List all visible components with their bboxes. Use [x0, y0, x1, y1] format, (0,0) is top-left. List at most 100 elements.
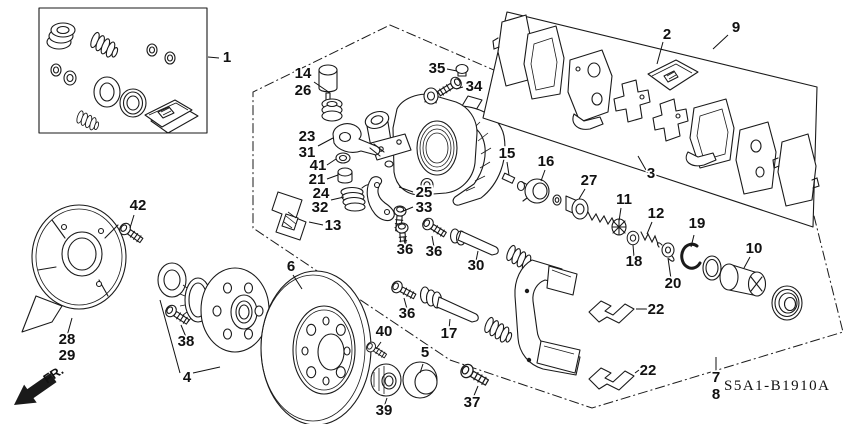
part-label-11-22: 11: [616, 191, 632, 208]
leader-line-18: [578, 188, 586, 200]
leader-line-22: [690, 234, 695, 248]
leader-line-21: [632, 244, 635, 258]
part-label-1-0: 1: [223, 49, 231, 66]
leader-line-2: [446, 68, 458, 72]
leader-line-35: [192, 366, 221, 374]
pad-clip-22b: [588, 367, 635, 391]
part-label-17-44: 17: [441, 325, 458, 342]
part-label-34-4: 34: [466, 78, 483, 95]
leader-line-30: [637, 155, 647, 171]
leader-line-24: [743, 256, 751, 269]
leader-line-3: [455, 86, 464, 90]
leader-line-4: [317, 137, 334, 147]
caliper-frame: [448, 105, 506, 206]
leader-line-23: [667, 257, 672, 280]
leader-line-13: [403, 297, 408, 310]
piston-seal: [93, 76, 121, 108]
pin-15: [501, 172, 526, 192]
seal-rings: [46, 22, 76, 50]
part-label-36-15: 36: [426, 243, 443, 260]
part-label-5-41: 5: [421, 344, 429, 361]
leader-line-12: [431, 235, 435, 248]
leader-lines: [66, 34, 751, 408]
leader-line-37: [419, 363, 424, 374]
parking-lever: [332, 123, 385, 157]
leader-line-32: [66, 317, 73, 337]
hub-flange: [200, 267, 270, 353]
leader-line-14: [475, 250, 479, 262]
part-label-36-14: 36: [397, 241, 414, 258]
caliper-body: [364, 87, 506, 206]
brake-pads-box: [482, 11, 820, 228]
washer-18: [626, 230, 640, 246]
leader-line-9: [398, 186, 414, 193]
spindle-nut-39: [370, 363, 402, 397]
part-label-2-32: 2: [663, 26, 671, 43]
bleeder-screw-34: [435, 74, 464, 100]
pad-shim-right: [735, 121, 777, 195]
adjuster-parts: [501, 172, 803, 321]
leader-line-6: [326, 174, 339, 180]
part-label-30-17: 30: [468, 257, 485, 274]
piston-boot-seal: [119, 88, 147, 118]
leader-line-16: [506, 161, 510, 176]
bolt-37: [457, 361, 492, 390]
leader-line-8: [308, 221, 324, 226]
circlip-19: [680, 242, 702, 270]
leader-line-33: [180, 324, 187, 338]
part-label-33-13: 33: [416, 199, 433, 216]
grease-packet-2: [647, 59, 699, 91]
leader-line-7: [330, 196, 345, 201]
part-label-10-27: 10: [746, 240, 763, 257]
part-label-38-38: 38: [178, 333, 195, 350]
part-label-14-1: 14: [295, 65, 312, 82]
flange-bolt-36b: [420, 215, 449, 241]
part-label-25-12: 25: [416, 184, 433, 201]
part-label-24-9: 24: [313, 185, 330, 202]
pin-boot-lower: [481, 315, 516, 346]
pad-clip-22a: [588, 300, 635, 324]
leader-line-0: [207, 56, 220, 59]
part-label-32-10: 32: [312, 199, 329, 216]
leader-line-5: [326, 158, 337, 166]
leader-line-40: [448, 318, 451, 330]
leader-line-38: [383, 397, 388, 408]
hub-bearing-unit: [157, 262, 270, 353]
part-label-40-40: 40: [376, 323, 393, 340]
leader-line-11: [403, 236, 406, 246]
piston-10: [719, 263, 767, 297]
piston-boot: [771, 285, 803, 321]
part-label-37-43: 37: [464, 394, 481, 411]
washer-41: [335, 152, 351, 164]
slide-pin-30: [449, 228, 499, 256]
leader-line-31: [129, 214, 135, 229]
part-label-12-23: 12: [648, 205, 665, 222]
part-label-35-3: 35: [429, 60, 446, 77]
caliper-subassembly-outline: [252, 24, 844, 409]
leader-line-1: [313, 81, 331, 94]
fr-direction-arrow: FR.: [14, 363, 66, 405]
part-label-9-33: 9: [732, 19, 740, 36]
brake-disc: [260, 270, 372, 424]
part-label-7-30: 7: [712, 369, 720, 386]
part-label-16-20: 16: [538, 153, 555, 170]
bleeder-screw-set: [455, 63, 469, 77]
part-label-42-35: 42: [130, 197, 147, 214]
diagram-code: S5A1-B1910A: [724, 378, 831, 394]
leader-line-10: [400, 206, 414, 213]
slide-pin-17: [419, 286, 479, 323]
star-washer-11: [611, 218, 627, 236]
leader-line-15: [292, 274, 303, 290]
caliper-bracket: [514, 259, 581, 376]
leader-line-39: [472, 385, 479, 399]
part-label-36-16: 36: [399, 305, 416, 322]
leader-line-26: [634, 369, 640, 374]
part-label-15-19: 15: [499, 145, 516, 162]
retainer-20: [657, 242, 675, 262]
spring-12: [640, 231, 659, 245]
leader-line-19: [618, 207, 622, 222]
part-label-13-11: 13: [325, 217, 342, 234]
leader-line-20: [646, 221, 653, 235]
